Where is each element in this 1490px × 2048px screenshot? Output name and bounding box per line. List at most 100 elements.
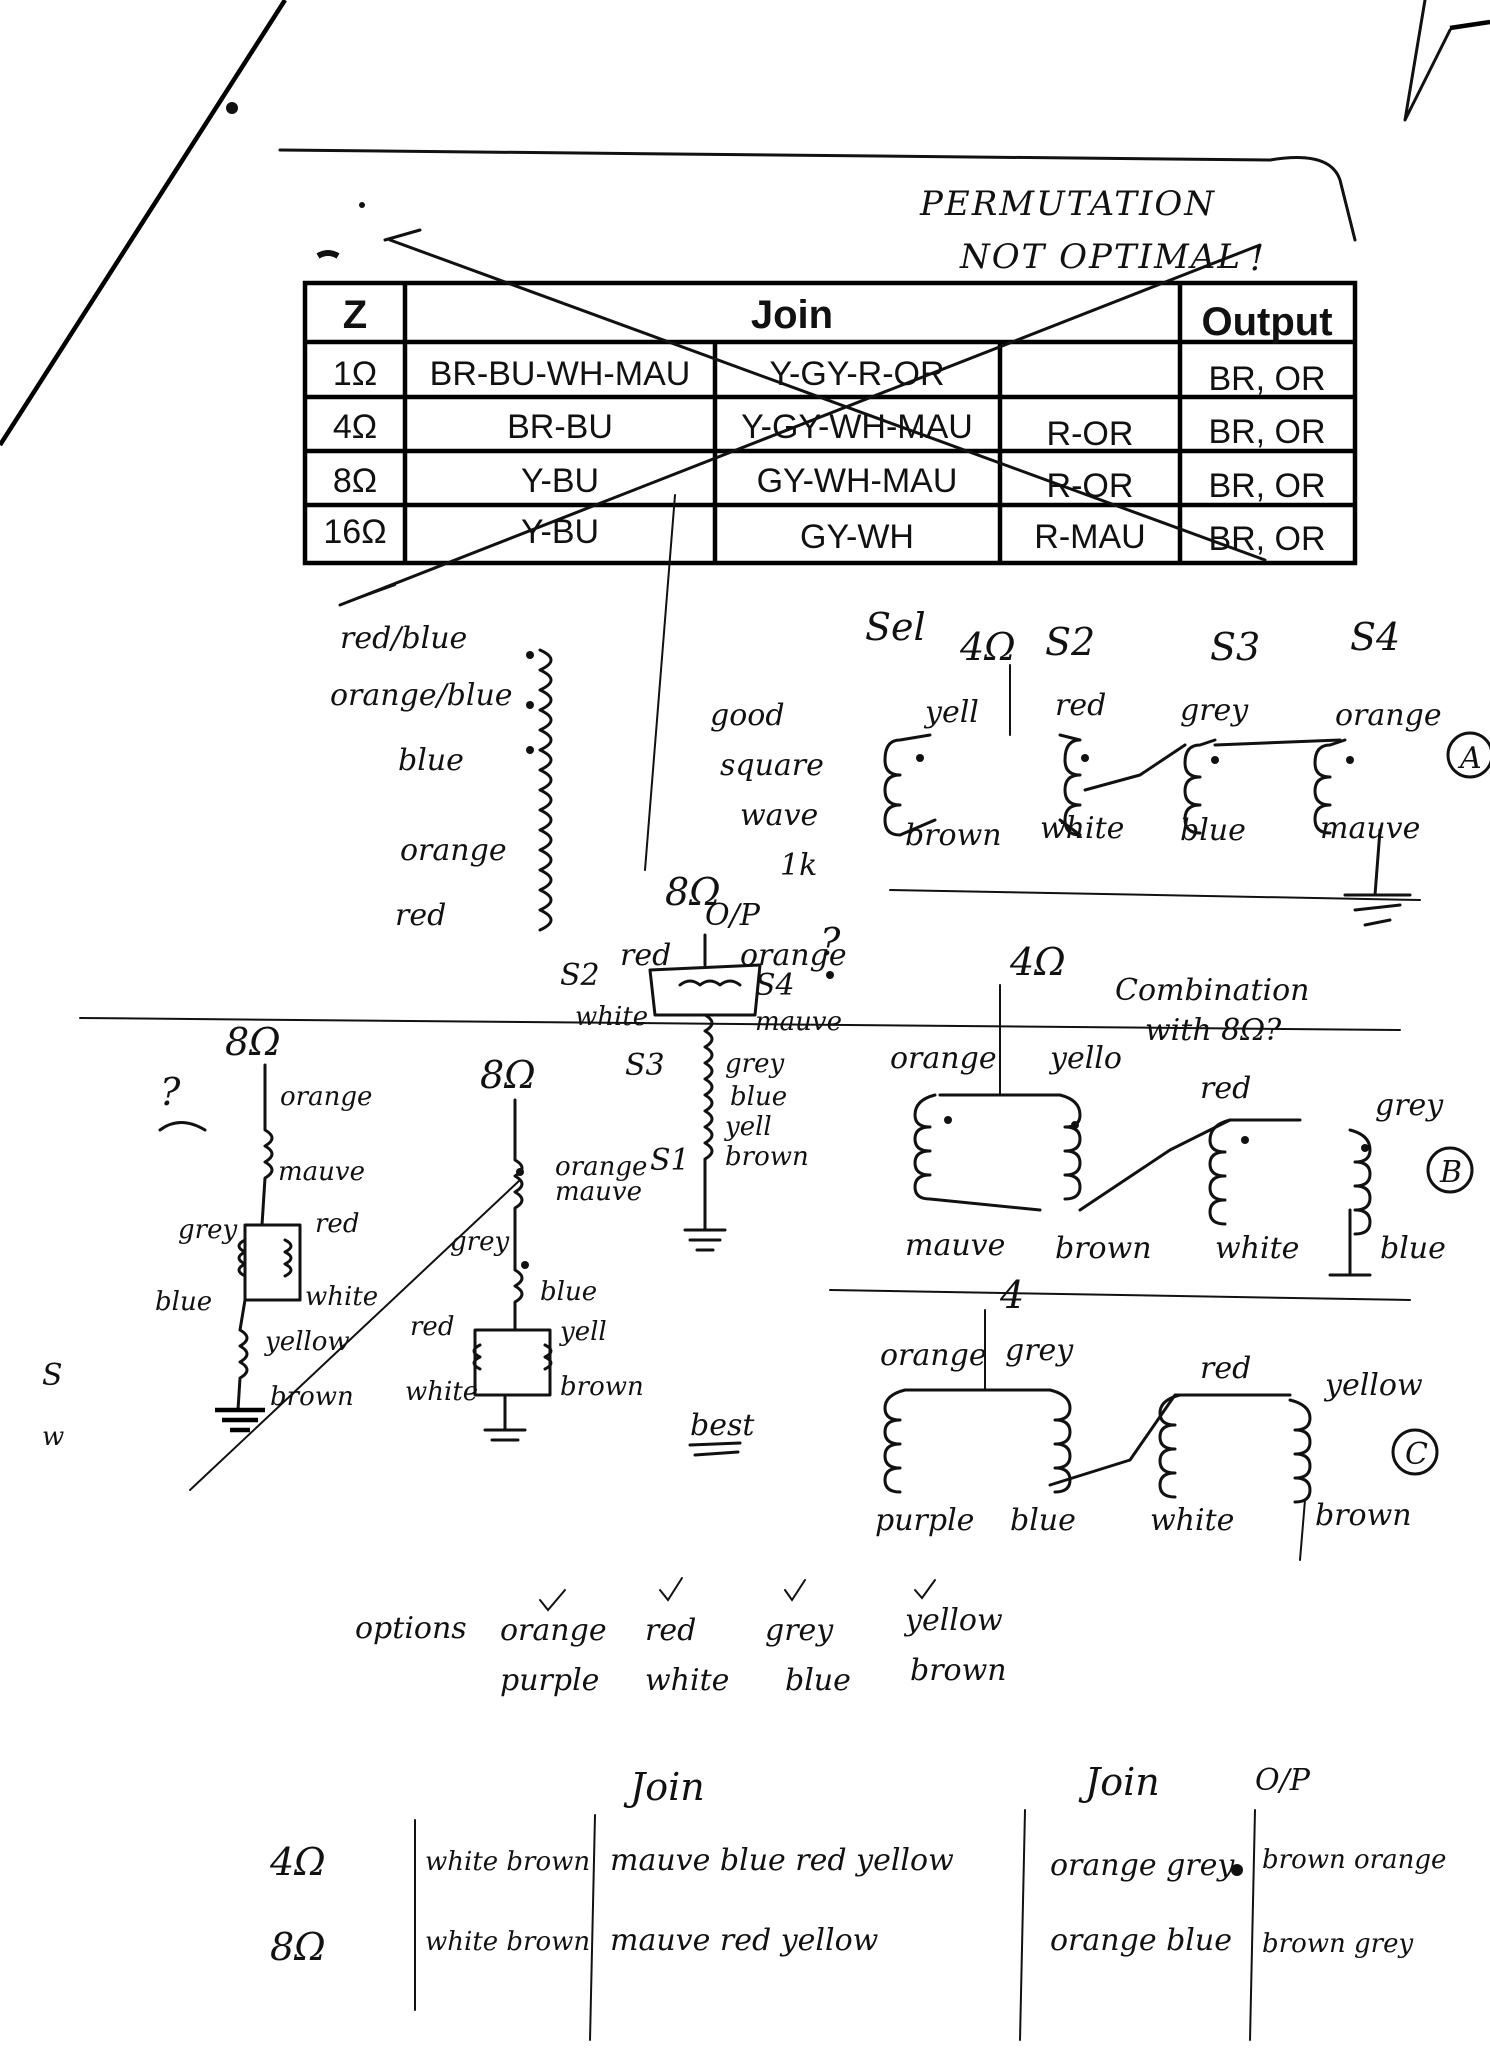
svg-text:16Ω: 16Ω xyxy=(323,513,386,551)
svg-text:GY-WH: GY-WH xyxy=(800,518,914,556)
svg-text:GY-WH-MAU: GY-WH-MAU xyxy=(757,462,958,500)
svg-text:options: options xyxy=(355,1611,467,1646)
margin-marks: S w xyxy=(42,1358,64,1452)
svg-text:with 8Ω?: with 8Ω? xyxy=(1145,1013,1282,1048)
header-join: Join xyxy=(751,293,833,337)
svg-text:red: red xyxy=(410,1312,454,1342)
svg-text:?: ? xyxy=(160,1070,181,1114)
svg-text:S3: S3 xyxy=(1210,625,1260,669)
svg-text:white brown: white brown xyxy=(425,1847,590,1877)
svg-text:grey: grey xyxy=(1375,1088,1444,1123)
diagram-c: 4 orange grey red yellow purple blue whi… xyxy=(875,1273,1439,1561)
svg-text:orange: orange xyxy=(500,1613,607,1648)
middle-circuit: 8Ω orange mauve grey blue red yell white… xyxy=(405,1053,647,1442)
svg-text:yell: yell xyxy=(923,695,979,730)
svg-text:red: red xyxy=(1200,1351,1251,1386)
svg-text:brown grey: brown grey xyxy=(1262,1929,1413,1959)
svg-text:white brown: white brown xyxy=(425,1927,590,1957)
svg-text:mauve: mauve xyxy=(905,1228,1005,1263)
tag-b: B xyxy=(1439,1155,1462,1190)
svg-text:blue: blue xyxy=(785,1663,851,1698)
svg-text:4Ω: 4Ω xyxy=(959,625,1016,669)
svg-text:orange: orange xyxy=(890,1041,997,1076)
svg-text:S1: S1 xyxy=(650,1143,690,1178)
svg-text:red: red xyxy=(620,938,671,973)
svg-text:Sel: Sel xyxy=(865,605,926,649)
svg-text:brown: brown xyxy=(270,1382,354,1412)
good-note: good square wave 1k xyxy=(710,698,824,883)
svg-text:blue: blue xyxy=(155,1287,212,1317)
table-row: 16Ω Y-BU GY-WH R-MAU BR, OR xyxy=(323,513,1325,558)
svg-text:grey: grey xyxy=(725,1049,784,1079)
tag-c: C xyxy=(1405,1437,1428,1472)
svg-text:grey: grey xyxy=(1005,1333,1074,1368)
svg-text:best: best xyxy=(690,1408,755,1443)
note-line-2: NOT OPTIMAL xyxy=(959,237,1242,277)
svg-text:yellow: yellow xyxy=(264,1327,350,1357)
table-row: 8Ω white brown mauve red yellow orange b… xyxy=(270,1923,1413,1969)
svg-text:Join: Join xyxy=(1078,1760,1160,1804)
svg-text:orange blue: orange blue xyxy=(1050,1923,1232,1958)
svg-text:grey: grey xyxy=(450,1227,509,1257)
svg-text:mauve: mauve xyxy=(1320,811,1420,846)
svg-text:O/P: O/P xyxy=(705,898,761,933)
svg-text:4: 4 xyxy=(999,1273,1024,1317)
svg-text:blue: blue xyxy=(1380,1231,1446,1266)
svg-text:w: w xyxy=(42,1422,64,1452)
svg-text:white: white xyxy=(405,1377,478,1407)
svg-text:Y-BU: Y-BU xyxy=(521,462,599,500)
svg-text:brown: brown xyxy=(560,1372,644,1402)
page-edges xyxy=(0,0,1490,447)
impedance-table: Z Join Output 1Ω BR-BU-WH-MAU Y-GY-R-OR … xyxy=(302,228,1358,607)
svg-text:S4: S4 xyxy=(755,968,795,1003)
svg-text:Y-GY-R-OR: Y-GY-R-OR xyxy=(769,355,944,393)
svg-text:Combination: Combination xyxy=(1115,973,1310,1008)
svg-text:white: white xyxy=(1215,1231,1299,1266)
svg-text:BR, OR: BR, OR xyxy=(1208,467,1325,505)
note-line-1: PERMUTATION xyxy=(919,184,1216,224)
svg-text:orange/blue: orange/blue xyxy=(330,678,513,713)
svg-text:8Ω: 8Ω xyxy=(270,1925,326,1969)
svg-text:blue: blue xyxy=(398,743,464,778)
svg-text:O/P: O/P xyxy=(1255,1763,1311,1798)
svg-text:red/blue: red/blue xyxy=(340,621,467,656)
header-z: Z xyxy=(343,293,367,337)
svg-text:yellow: yellow xyxy=(1323,1368,1423,1403)
svg-text:red: red xyxy=(315,1209,359,1239)
svg-text:mauve: mauve xyxy=(755,1007,842,1037)
left-circuit: ? 8Ω orange mauve grey red blue white ye… xyxy=(155,1020,521,1491)
svg-text:grey: grey xyxy=(765,1613,834,1648)
svg-text:8Ω: 8Ω xyxy=(333,462,377,500)
svg-text:mauve blue red yellow: mauve blue red yellow xyxy=(610,1843,954,1878)
cross-out-line xyxy=(388,238,1267,562)
options: options orange red grey yellow purple wh… xyxy=(355,1577,1007,1698)
svg-text:S4: S4 xyxy=(1350,615,1400,659)
svg-text:8Ω: 8Ω xyxy=(480,1053,536,1097)
svg-text:orange: orange xyxy=(740,938,847,973)
svg-text:brown orange: brown orange xyxy=(1262,1845,1446,1875)
svg-text:BR, OR: BR, OR xyxy=(1208,520,1325,558)
table-row: 4Ω white brown mauve blue red yellow ora… xyxy=(269,1840,1446,1884)
svg-text:yell: yell xyxy=(724,1112,772,1142)
svg-text:red: red xyxy=(1200,1071,1251,1106)
svg-text:8Ω: 8Ω xyxy=(665,870,721,914)
pointer-line xyxy=(644,494,676,871)
svg-text:square: square xyxy=(720,748,824,783)
diagram-b: 4Ω Combination with 8Ω? orange yello red… xyxy=(829,940,1474,1301)
table-row: 8Ω Y-BU GY-WH-MAU R-OR BR, OR xyxy=(333,462,1326,505)
center-circuit: 8Ω O/P ? red orange S2 S4 white mauve S3… xyxy=(79,870,1401,1252)
svg-text:BR-BU-WH-MAU: BR-BU-WH-MAU xyxy=(430,355,691,393)
svg-text:?: ? xyxy=(820,920,841,964)
svg-text:red: red xyxy=(1055,688,1106,723)
svg-text:S3: S3 xyxy=(625,1048,665,1083)
svg-text:4Ω: 4Ω xyxy=(1009,940,1066,984)
svg-text:BR, OR: BR, OR xyxy=(1208,360,1325,398)
svg-text:orange: orange xyxy=(1335,698,1442,733)
svg-text:R-MAU: R-MAU xyxy=(1034,518,1145,556)
svg-text:white: white xyxy=(305,1282,378,1312)
svg-text:blue: blue xyxy=(540,1277,597,1307)
svg-text:yell: yell xyxy=(559,1317,607,1347)
divider-line xyxy=(79,1017,1401,1031)
cross-out-line xyxy=(338,243,1262,607)
svg-text:purple: purple xyxy=(875,1503,974,1538)
